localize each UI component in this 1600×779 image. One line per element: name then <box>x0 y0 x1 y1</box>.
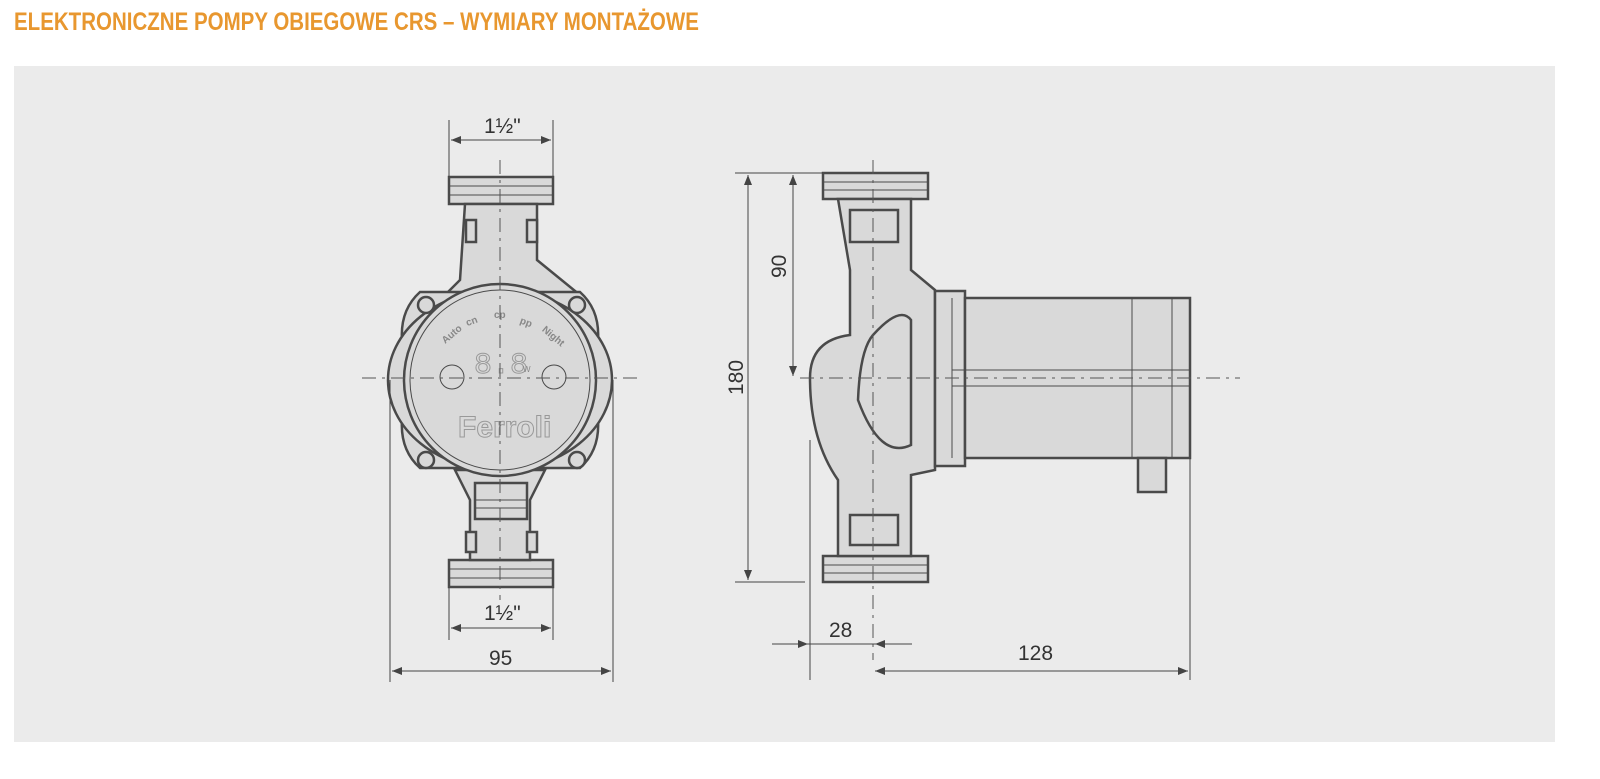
unit-label: W <box>523 365 531 374</box>
mode-button-icon[interactable] <box>439 364 465 390</box>
dim-bottom-connection: 1½" <box>484 602 521 625</box>
dim-total-height: 180 <box>725 360 748 395</box>
dim-top-connection: 1½" <box>484 115 521 138</box>
page-title: ELEKTRONICZNE POMPY OBIEGOWE CRS – WYMIA… <box>14 8 699 36</box>
dim-motor-length: 128 <box>1018 642 1053 665</box>
front-view: Auto cn cp pp Night 8.8 W Ferroli 1½" 1½… <box>362 115 640 682</box>
night-mode-icon[interactable] <box>541 364 567 390</box>
mode-label-pp: pp <box>518 316 533 331</box>
mode-label-cn: cn <box>465 315 480 329</box>
dim-axis-height: 90 <box>768 255 791 278</box>
brand-logo: Ferroli <box>458 411 551 444</box>
dim-width: 95 <box>489 647 512 670</box>
dim-offset: 28 <box>829 619 852 642</box>
drawing-panel <box>14 66 1555 742</box>
side-view: 180 90 28 128 <box>725 160 1240 680</box>
